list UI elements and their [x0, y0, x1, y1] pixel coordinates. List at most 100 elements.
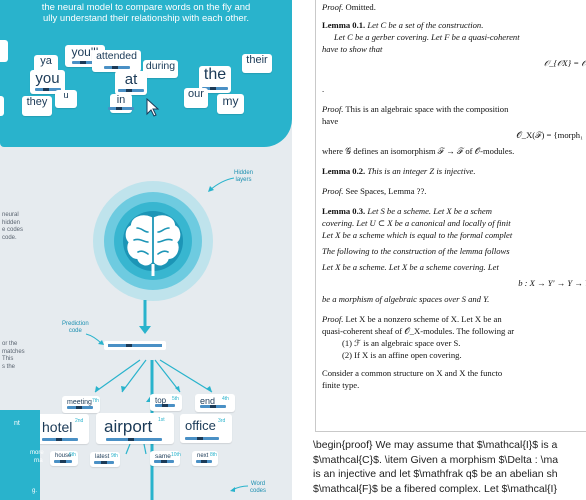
- proof-text: Let X be a nonzero scheme of X. Let X be…: [343, 314, 502, 324]
- word-card: they: [22, 96, 52, 116]
- word-text: their: [246, 54, 268, 66]
- word-text: meeting: [67, 399, 92, 406]
- neural-network-graphic: [92, 180, 214, 302]
- label-line: code: [68, 328, 82, 334]
- word-card: u: [55, 90, 77, 108]
- text-line: Let C be a gerber covering. Let F be a q…: [334, 32, 520, 42]
- word-text: you: [35, 70, 60, 87]
- output-word-card: meeting 7th: [62, 396, 100, 413]
- text-line: Let X be a scheme which is equal to the …: [322, 230, 513, 240]
- infographic-panel: the neural model to compare words on the…: [0, 0, 292, 500]
- output-word-card: office 3rd: [180, 414, 232, 443]
- word-text: in: [116, 94, 126, 106]
- word-card: in: [108, 94, 134, 113]
- brain-icon: [93, 181, 213, 301]
- word-card: during: [143, 60, 178, 78]
- proof-keyword: Proof.: [322, 314, 344, 324]
- code-bar: [94, 461, 114, 464]
- word-text: the: [203, 66, 227, 83]
- word-text: airport: [104, 417, 153, 436]
- word-card: the: [199, 66, 231, 93]
- banner-line-2: ully understand their relationship with …: [43, 13, 249, 24]
- text-line: have to show that: [322, 44, 383, 54]
- input-banner: the neural model to compare words on the…: [0, 0, 292, 147]
- lemma-label: Lemma 0.3.: [322, 206, 366, 216]
- lemma-heading: Lemma 0.1. Let C be a set of the constru…: [322, 20, 483, 30]
- output-word-card: airport 1st: [96, 413, 174, 444]
- text-line: e codes: [2, 227, 24, 233]
- word-text: at: [124, 71, 138, 88]
- equation: 𝒪_{𝒪X} = 𝒪_X(ℒ): [543, 58, 586, 68]
- code-bar: [103, 66, 130, 69]
- down-arrow-icon: [139, 300, 151, 334]
- text-line: or the: [2, 341, 18, 347]
- word-text: they: [26, 96, 48, 108]
- rank-badge: 9th: [111, 453, 118, 459]
- text-line: Consider a common structure on X and X t…: [322, 368, 503, 378]
- proof-keyword: Proof.: [322, 186, 344, 196]
- code-bar: [42, 438, 78, 441]
- word-card: at: [115, 71, 147, 95]
- rank-badge: 3rd: [218, 418, 226, 424]
- text-line: quasi-coherent sheaf of 𝒪_X-modules. The…: [322, 326, 515, 336]
- proof-keyword: Proof.: [322, 104, 344, 114]
- pointer-arrow-icon: [208, 177, 235, 192]
- text-line: be a morphism of algebraic spaces over S…: [322, 294, 490, 304]
- word-text: next: [197, 453, 209, 459]
- text-line: matches: [2, 348, 25, 355]
- output-word-card: end 4th: [195, 394, 235, 412]
- code-bar: [54, 460, 72, 463]
- prediction-description-fragment: or the matches This s the: [2, 341, 25, 371]
- rank-badge: 7th: [92, 398, 99, 404]
- word-text: attended: [96, 50, 137, 62]
- legend-text: rna: [34, 458, 43, 464]
- list-item: (2) If X is an affine open covering.: [342, 350, 462, 360]
- code-bar: [202, 87, 228, 90]
- code-bar: [34, 88, 61, 91]
- word-codes-label: Word codes: [250, 481, 266, 495]
- banner-caption: the neural model to compare words on the…: [0, 0, 292, 24]
- label-line: Hidden: [234, 170, 254, 176]
- code-bar: [106, 438, 162, 441]
- output-word-card: next 8th: [192, 451, 218, 466]
- proof-line: Proof. This is an algebraic space with t…: [322, 104, 508, 114]
- code-bar: [72, 61, 98, 64]
- proof-line: Proof. Let X be a nonzero scheme of X. L…: [322, 314, 502, 324]
- text-line: s the: [2, 363, 16, 370]
- label-line: Prediction: [62, 321, 89, 327]
- text-line: The following to the construction of the…: [322, 246, 510, 256]
- text-line: covering. Let U ⊂ X be a canonical and l…: [322, 218, 511, 228]
- equation: 𝒪_X(ℱ) = {morph₁ ×_{𝒪X} (𝒢, 𝒥: [516, 130, 586, 140]
- code-bar: [154, 460, 174, 463]
- lemma-text: This is an integer Z is injective.: [365, 166, 476, 176]
- text-line: .: [322, 84, 325, 94]
- latex-line: is an injective and let $\mathfrak q$ be…: [313, 468, 558, 480]
- word-text: my: [222, 94, 239, 108]
- pointer-arrow-icon: [230, 485, 249, 492]
- word-text: top: [155, 396, 167, 405]
- equation: b : X → Y′ → Y → Y → Y′ ×_X Y: [518, 278, 586, 288]
- rank-badge: 2nd: [75, 418, 84, 424]
- neural-description-fragment: neural hidden e codes code.: [2, 212, 23, 242]
- output-word-card: latest 9th: [90, 452, 120, 467]
- proof-line: Proof. Omitted.: [322, 2, 376, 12]
- output-word-card: house 6th: [50, 451, 78, 466]
- proof-text: This is an algebraic space with the comp…: [343, 104, 509, 114]
- output-word-card: top 5th: [150, 394, 182, 411]
- lemma-text: Let C be a set of the construction.: [365, 20, 484, 30]
- code-bar: [118, 89, 144, 92]
- word-card: attended: [92, 50, 141, 72]
- proof-text: See Spaces, Lemma ??.: [343, 186, 427, 196]
- list-item: (1) ℱ is an algebraic space over S.: [342, 338, 461, 348]
- hidden-layers-label: Hidden layers: [234, 170, 253, 184]
- word-card: ya: [34, 55, 58, 74]
- code-bar: [108, 107, 134, 110]
- lemma-label: Lemma 0.2.: [322, 166, 366, 176]
- rank-badge: 1st: [158, 417, 165, 423]
- banner-line-1: the neural model to compare words on the…: [41, 2, 251, 13]
- rank-badge: 4th: [222, 396, 229, 402]
- output-word-card: hotel 2nd: [37, 414, 89, 444]
- rank-badge: 5th: [172, 396, 179, 402]
- word-text: ya: [40, 55, 52, 67]
- text-line: Let X be a scheme. Let X be a scheme cov…: [322, 262, 499, 272]
